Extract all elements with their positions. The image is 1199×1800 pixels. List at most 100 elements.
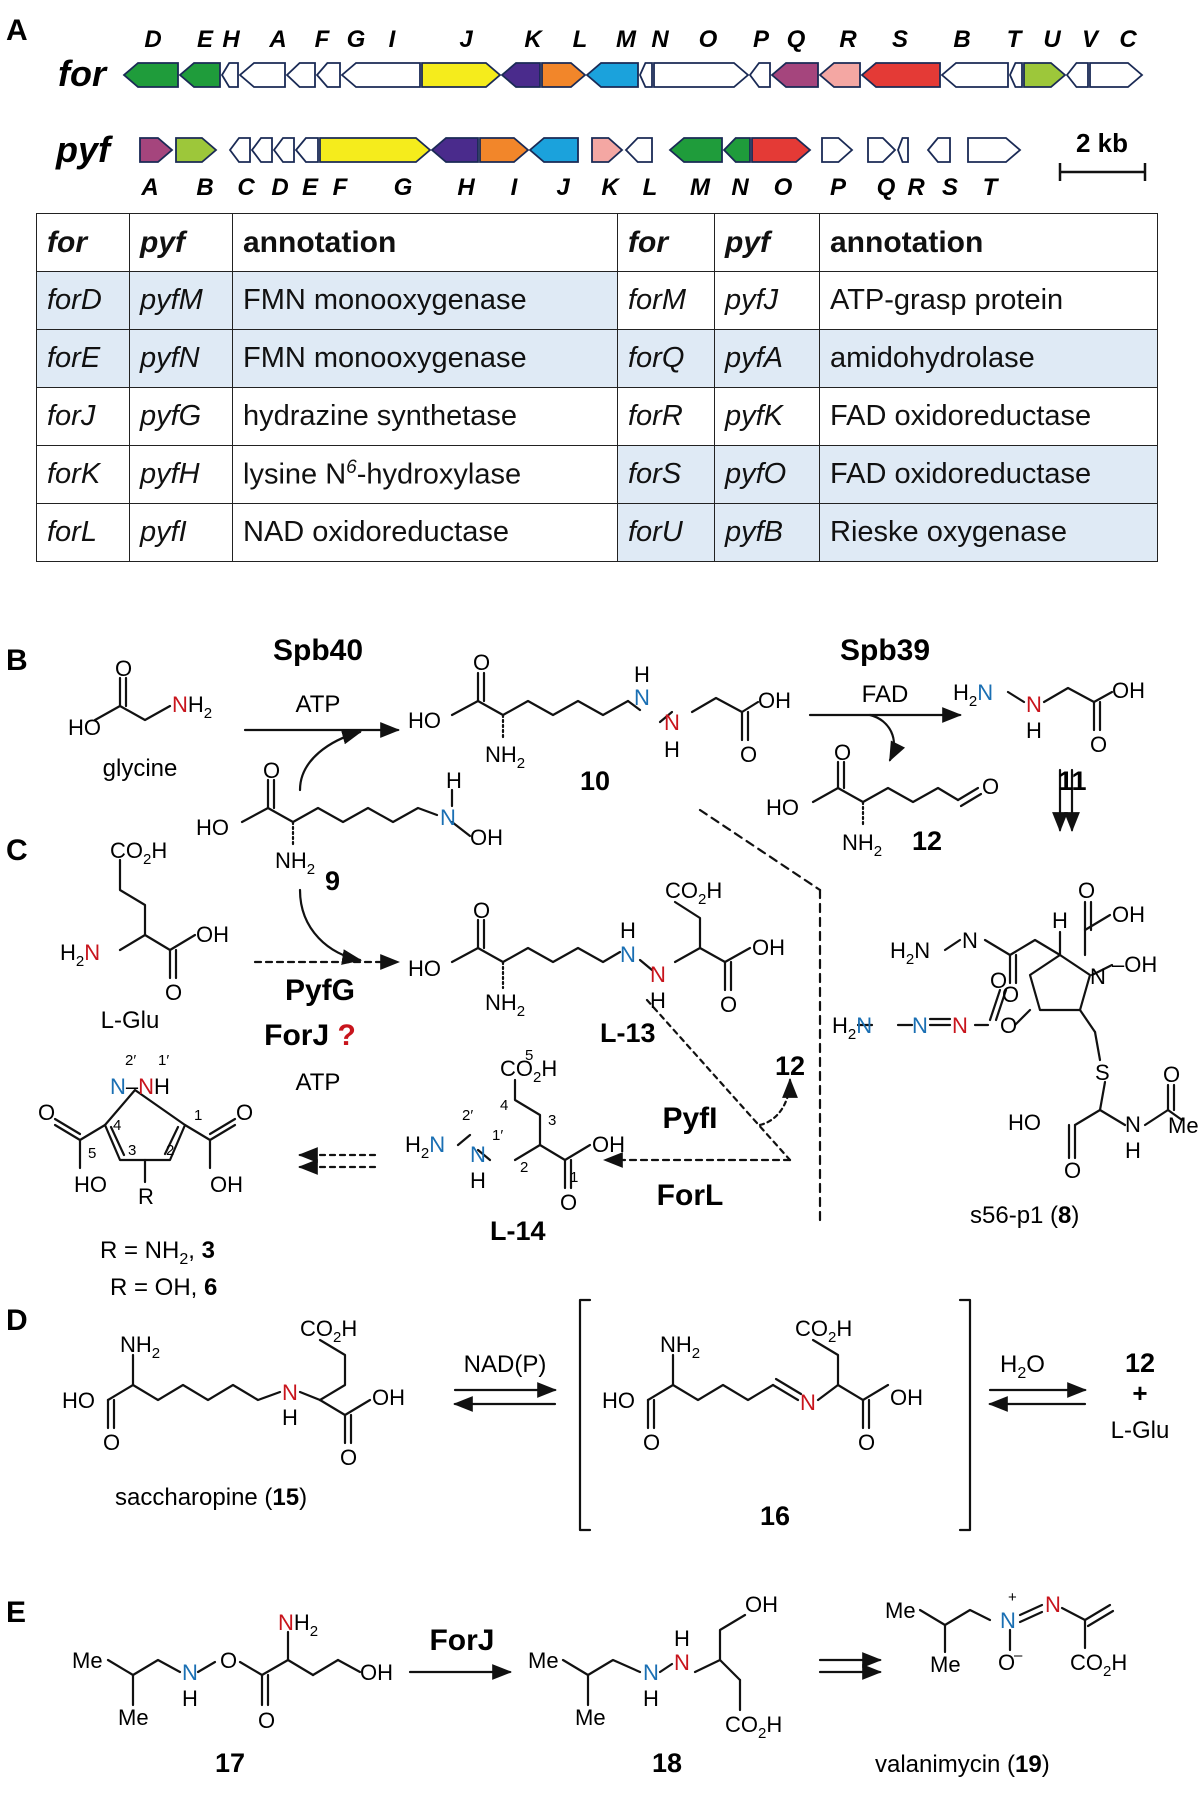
atom-number: 5 bbox=[525, 1047, 533, 1064]
cell-for: forR bbox=[617, 387, 715, 446]
atom-label: H bbox=[182, 1686, 198, 1711]
atom-label: H2N bbox=[953, 680, 993, 710]
pyf-gene-label: I bbox=[511, 174, 519, 201]
enzyme-pyfi: PyfI bbox=[662, 1102, 717, 1135]
atom-label: HO bbox=[602, 1388, 635, 1413]
atom-label: HO bbox=[68, 715, 101, 740]
reaction-schemes: B Spb40 ATP Spb39 FAD glycine HO O NH2 H… bbox=[6, 634, 1199, 1778]
atom-label: Me bbox=[930, 1652, 961, 1677]
for-gene-label: D bbox=[144, 26, 161, 53]
for-gene-f bbox=[285, 62, 316, 88]
atom-label: O bbox=[982, 774, 999, 799]
cell-pyf: pyfB bbox=[714, 503, 820, 562]
pyf-gene-o bbox=[751, 137, 812, 163]
for-gene-p bbox=[748, 62, 771, 88]
lysine-curve-arrow bbox=[298, 728, 362, 792]
for-gene-t bbox=[1009, 62, 1023, 88]
plus-label: + bbox=[1132, 1378, 1147, 1408]
atom-label: CO2H bbox=[665, 878, 722, 908]
for-gene-label: S bbox=[892, 26, 908, 53]
atom-label: N bbox=[952, 1013, 968, 1038]
compound-16-label: 16 bbox=[760, 1501, 790, 1531]
compound-13-label: L-13 bbox=[600, 1018, 656, 1048]
compound-18-structure bbox=[561, 1613, 747, 1712]
atom-label: H bbox=[650, 988, 666, 1013]
for-gene-label: A bbox=[268, 26, 286, 53]
for-gene-v bbox=[1065, 62, 1089, 88]
for-gene-label: N bbox=[651, 26, 669, 53]
pyf-gene-label: C bbox=[237, 174, 255, 201]
atom-label: N bbox=[912, 1013, 928, 1038]
pyf-gene-e bbox=[272, 137, 295, 163]
enzyme-pyfg: PyfG bbox=[285, 974, 355, 1007]
valanimycin-label: valanimycin (19) bbox=[875, 1751, 1050, 1778]
pyf-gene-label: T bbox=[983, 174, 1000, 201]
atom-label: N bbox=[1125, 1112, 1141, 1137]
pyf-gene-label: F bbox=[333, 174, 349, 201]
for-gene-q bbox=[770, 62, 819, 88]
atom-label: O bbox=[115, 656, 132, 681]
atom-label: Me bbox=[118, 1705, 149, 1730]
atom-label: H bbox=[620, 918, 636, 943]
table-row: forK pyfH lysine N6-hydroxylase forS pyf… bbox=[36, 445, 1158, 504]
for-gene-label: P bbox=[753, 26, 770, 53]
compound-12-label: 12 bbox=[912, 826, 942, 856]
compound-9-label: 9 bbox=[325, 866, 340, 896]
atom-label: + bbox=[1008, 1589, 1017, 1606]
for-gene-s bbox=[860, 62, 941, 88]
enzyme-spb40: Spb40 bbox=[273, 634, 363, 667]
atom-label: N bbox=[1045, 1592, 1061, 1617]
cofactor-nadp: NAD(P) bbox=[464, 1351, 547, 1378]
pyf-gene-label: L bbox=[643, 174, 658, 201]
header-pyf: pyf bbox=[129, 213, 233, 272]
atom-label: N bbox=[650, 962, 666, 987]
compound-10-structure bbox=[450, 671, 760, 742]
question-mark: ? bbox=[338, 1019, 356, 1052]
atom-label: CO2H bbox=[1070, 1650, 1127, 1680]
compound-17-structure bbox=[106, 1630, 362, 1707]
for-gene-label: U bbox=[1043, 26, 1061, 53]
cell-annotation: Rieske oxygenase bbox=[819, 503, 1158, 562]
pyf-gene-b bbox=[175, 137, 218, 163]
atom-label: O bbox=[236, 1100, 253, 1125]
l-glu-structure bbox=[118, 858, 197, 980]
cofactor-atp: ATP bbox=[296, 691, 341, 718]
atom-number: 1 bbox=[570, 1169, 578, 1186]
cofactor-fad: FAD bbox=[862, 681, 909, 708]
pyf-gene-l bbox=[624, 137, 653, 163]
atom-label: N bbox=[643, 1660, 659, 1685]
valanimycin-structure bbox=[918, 1603, 1115, 1654]
compound-17-label: 17 bbox=[215, 1748, 245, 1778]
l-glu-label: L-Glu bbox=[101, 1007, 160, 1034]
atom-label: O bbox=[473, 650, 490, 675]
pyf-gene-i bbox=[479, 137, 530, 163]
for-gene-label: Q bbox=[787, 26, 806, 53]
atom-label: O bbox=[643, 1430, 660, 1455]
for-gene-label: L bbox=[573, 26, 588, 53]
cell-for: forQ bbox=[617, 329, 715, 388]
header-annotation: annotation bbox=[232, 213, 618, 272]
pyf-gene-label: P bbox=[830, 174, 847, 201]
pyfi-forl-dashed-line bbox=[645, 998, 792, 1162]
table-row: forD pyfM FMN monooxygenase forM pyfJ AT… bbox=[36, 271, 1158, 330]
enzyme-spb39: Spb39 bbox=[840, 634, 930, 667]
glycine-label: glycine bbox=[103, 755, 178, 782]
atom-label: OH bbox=[1112, 902, 1145, 927]
enzyme-forl: ForL bbox=[657, 1179, 724, 1212]
cell-annotation: FMN monooxygenase bbox=[232, 329, 618, 388]
r-oh-label: R = OH, 6 bbox=[110, 1274, 217, 1301]
pyf-gene-h bbox=[430, 137, 479, 163]
cell-pyf: pyfJ bbox=[714, 271, 820, 330]
atom-number: 1 bbox=[194, 1107, 202, 1124]
for-gene-label: K bbox=[524, 26, 543, 53]
cell-pyf: pyfK bbox=[714, 387, 820, 446]
bracket-left bbox=[578, 1298, 592, 1532]
cell-annotation: NAD oxidoreductase bbox=[232, 503, 618, 562]
for-gene-label: T bbox=[1007, 26, 1024, 53]
atom-label: OH bbox=[592, 1132, 625, 1157]
compound-18-label: 18 bbox=[652, 1748, 682, 1778]
atom-label: N bbox=[1090, 964, 1106, 989]
cell-pyf: pyfO bbox=[714, 445, 820, 504]
for-gene-label: E bbox=[197, 26, 214, 53]
